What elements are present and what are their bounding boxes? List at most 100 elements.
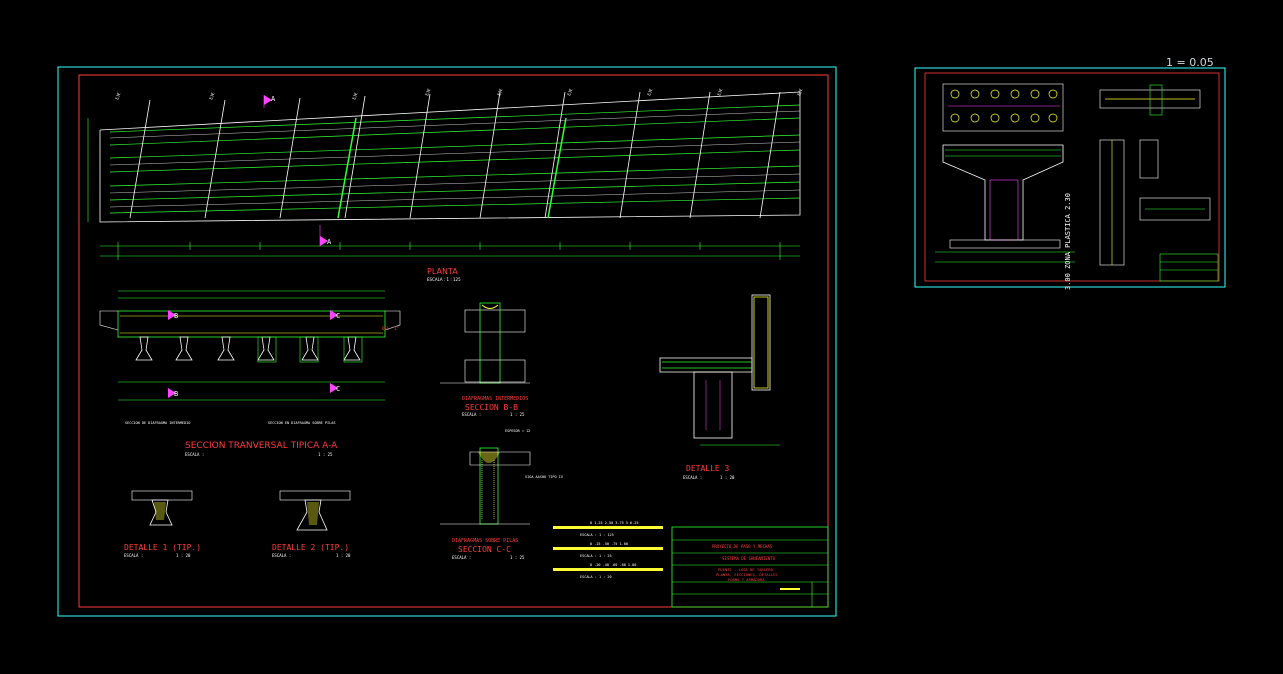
planta-girder [109, 181, 801, 201]
side-vertical-label: 3.00 ZONA PLASTICA 2.30 [1064, 193, 1072, 290]
planta-girder [109, 134, 801, 159]
main-sheet-outer-border [57, 66, 837, 617]
section-marker-a-label: A [327, 238, 332, 246]
detalle-1-title: DETALLE 1 (TIP.) [124, 543, 201, 552]
section-marker-c-pair: C C [330, 310, 340, 393]
svg-text:EJE: EJE [351, 91, 358, 100]
seccion-bb-title: SECCION B-B [465, 403, 518, 412]
section-marker-a-bottom: A [319, 225, 332, 246]
planta-title: PLANTA [427, 267, 458, 276]
planta-girder [109, 165, 801, 187]
svg-text:EJE: EJE [114, 91, 121, 100]
svg-text:EJE: EJE [566, 87, 573, 96]
detalle-3-scale: ESCALA : [683, 475, 702, 480]
scale-bar-2-label: ESCALA : 1 : 25 [580, 554, 612, 558]
detalle-2-title: DETALLE 2 (TIP.) [272, 543, 349, 552]
planta-rebar [109, 141, 801, 166]
title-block-system: SISTEMA DE SANEAMIENTO [722, 556, 776, 561]
detalle-2-scale-value: 1 : 20 [336, 553, 351, 558]
side-sheet: 3.00 ZONA PLASTICA 2.30 [914, 67, 1226, 290]
side-pier-cap-circles [950, 89, 1058, 123]
seccion-aa-girders [135, 336, 361, 361]
main-sheet-inner-border [78, 74, 829, 608]
planta-dim-ticks [117, 242, 781, 260]
planta-diaphragms [129, 91, 781, 219]
detalle-1-scale-value: 1 : 20 [176, 553, 191, 558]
svg-text:EJE: EJE [496, 87, 503, 96]
seccion-bb-view [440, 302, 530, 384]
seccion-aa-note-right: SECCION EN DIAFRAGMA SOBRE PILAS [268, 421, 335, 425]
scale-bars: 0 1.25 2.50 3.75 5 6.25 ESCALA : 1 : 125… [553, 521, 663, 579]
seccion-cc-view: ESPESOR = 12 VIGA AASHO TIPO IV [440, 429, 564, 525]
side-scale-note: 1 = 0.05 [1166, 56, 1214, 69]
side-pier-elevation [942, 144, 1064, 241]
seccion-bb-scale-value: 1 : 25 [510, 412, 525, 417]
planta-girder [109, 197, 801, 214]
seccion-aa-view: B B C C SECCION DE DIAFRAGMA INTERMEDIO … [99, 290, 401, 425]
seccion-cc-note: ESPESOR = 12 [505, 429, 530, 433]
title-block-drawing-line2: PLANTA, SECCIONES, DETALLES [716, 572, 778, 577]
seccion-bb-scale: ESCALA : [462, 412, 481, 417]
scale-bar-3-label: ESCALA : 1 : 20 [580, 575, 612, 579]
planta-rebar [109, 110, 801, 139]
detalle-2-scale: ESCALA : [272, 553, 291, 558]
side-sheet-outer-border [914, 67, 1226, 288]
section-marker-c-label: C [336, 385, 340, 393]
section-marker-b-pair: B B [168, 310, 178, 398]
scale-bar-3 [553, 568, 663, 571]
seccion-aa-scale-value: 1 : 25 [318, 452, 333, 457]
planta-girder [109, 104, 801, 133]
detalle-3-view [659, 294, 780, 446]
title-block-drawing-line1: PUENTE - LOSA DE TABLERO [718, 567, 774, 572]
planta-rebar [109, 189, 801, 208]
side-sheet-inner-border [924, 72, 1220, 282]
title-block-drawing-line3: FORMA Y ARMADURA [728, 577, 765, 582]
seccion-cc-girder-note: VIGA AASHO TIPO IV [525, 475, 564, 479]
planta-scale: ESCALA : 1 : 125 [427, 277, 461, 282]
planta-deck-outline [99, 91, 801, 223]
title-block-project: PROYECTO DE PASO Y MECHAS [712, 544, 773, 549]
planta-view: EJE EJE EJE EJE EJE EJE EJE EJE EJE A A [87, 87, 804, 260]
seccion-aa-stirrups [257, 336, 363, 363]
planta-rebar [109, 173, 801, 194]
section-marker-a-top: A [263, 95, 276, 108]
section-marker-c-label: C [336, 312, 340, 320]
side-pier-cap-plan [942, 83, 1064, 132]
seccion-bb-caption: DIAFRAGMAS INTERMEDIOS [462, 396, 528, 402]
detalle-3-title: DETALLE 3 [686, 464, 730, 473]
scale-bar-1-label: ESCALA : 1 : 125 [580, 533, 614, 537]
seccion-aa-title: SECCION TRANVERSAL TIPICA A-A [185, 441, 338, 451]
seccion-cc-scale-value: 1 : 25 [510, 555, 525, 560]
section-marker-a-label: A [271, 95, 276, 103]
planta-pier-diaphragms [337, 117, 567, 219]
side-title-block [1159, 253, 1219, 282]
scale-bar-1-ticks: 0 1.25 2.50 3.75 5 6.25 [590, 521, 638, 525]
seccion-cc-caption: DIAFRAGMAS SOBRE PILAS [452, 538, 518, 544]
svg-text:EJE: EJE [646, 87, 653, 96]
seccion-cc-scale: ESCALA : [452, 555, 471, 560]
scale-bar-3-ticks: 0 .20 .40 .60 .80 1.00 [590, 563, 636, 567]
planta-girder [109, 117, 801, 146]
svg-text:EJE: EJE [424, 87, 431, 96]
detalle-1-scale: ESCALA : [124, 553, 143, 558]
seccion-aa-det-label: DEL "1" [382, 326, 399, 331]
seccion-cc-title: SECCION C-C [458, 545, 511, 554]
seccion-aa-slab [117, 310, 386, 338]
planta-girder [109, 149, 801, 173]
section-marker-b-label: B [174, 390, 178, 398]
detalle-1-view [131, 490, 193, 526]
section-marker-b-label: B [174, 312, 178, 320]
detalle-3-scale-value: 1 : 20 [720, 475, 735, 480]
detalle-2-view [279, 490, 351, 531]
main-sheet: EJE EJE EJE EJE EJE EJE EJE EJE EJE A A [57, 66, 837, 617]
svg-text:EJE: EJE [208, 91, 215, 100]
svg-text:EJE: EJE [716, 87, 723, 96]
seccion-aa-note-left: SECCION DE DIAFRAGMA INTERMEDIO [125, 421, 190, 425]
planta-stationing: EJE EJE EJE EJE EJE EJE EJE EJE EJE [114, 87, 803, 100]
title-block: PROYECTO DE PASO Y MECHAS SISTEMA DE SAN… [671, 526, 829, 608]
scale-bar-2-ticks: 0 .25 .50 .75 1.00 [590, 542, 628, 546]
svg-text:EJE: EJE [796, 87, 803, 96]
scale-bar-2 [553, 547, 663, 550]
seccion-aa-scale: ESCALA : [185, 452, 204, 457]
